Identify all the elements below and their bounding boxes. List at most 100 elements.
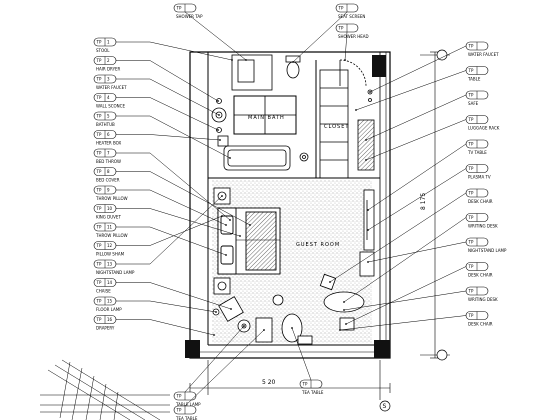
callout-number: 5 (107, 114, 110, 119)
callout-label: TEA TABLE (175, 416, 198, 420)
callout-number: 10 (107, 206, 113, 211)
callout-code: TP (176, 6, 182, 11)
callout-label: SAFE (468, 101, 479, 106)
callout-code: TP (468, 166, 474, 171)
callout-number: 2 (107, 58, 110, 63)
callout-code: TP (96, 317, 102, 322)
room-label-guest: GUEST ROOM (296, 242, 340, 248)
callout-code: TP (338, 6, 344, 11)
callout-code: TP (96, 225, 102, 230)
dimension-right: 8 175 (420, 193, 427, 210)
right-callout-8: TP NIGHTSTAND LAMP (465, 237, 507, 253)
callout-code: TP (96, 280, 102, 285)
callout-number: 16 (107, 317, 113, 322)
callout-code: TP (96, 151, 102, 156)
callout-code: TP (302, 382, 308, 387)
callout-label: WRITING DESK (468, 224, 498, 229)
callout-label: BATHTUB (96, 122, 115, 127)
callout-code: TP (96, 114, 102, 119)
callout-code: TP (468, 240, 474, 245)
callout-code: TP (96, 40, 102, 45)
callout-code: TP (468, 264, 474, 269)
callout-code: TP (468, 117, 474, 122)
callout-label: BED COVER (96, 178, 120, 183)
callout-code: TP (468, 289, 474, 294)
callout-code: TP (96, 206, 102, 211)
callout-number: 8 (107, 169, 110, 174)
grid-marker: S (379, 49, 448, 412)
callout-label: THROW PILLOW (95, 196, 128, 201)
room-walls (189, 51, 391, 359)
callout-label: SHOWER HEAD (338, 34, 369, 39)
callout-code: TP (468, 215, 474, 220)
callout-label: CHAISE (96, 289, 111, 294)
callout-code: TP (96, 95, 102, 100)
callout-label: FLOOR LAMP (96, 307, 122, 312)
callout-code: TP (96, 77, 102, 82)
key-plan-fragment (40, 359, 170, 420)
callout-label: TV TABLE (467, 150, 487, 155)
callout-code: TP (468, 191, 474, 196)
callout-label: PILLOW SHAM (96, 252, 125, 257)
grid-marker-label: S (383, 403, 387, 410)
closet (319, 59, 375, 179)
callout-label: SHOWER TAP (176, 14, 203, 19)
callout-number: 9 (107, 188, 110, 193)
callout-label: LUGGAGE RACK (468, 126, 500, 131)
callout-number: 12 (107, 243, 113, 248)
guest-room (212, 180, 375, 345)
callout-code: TP (96, 188, 102, 193)
callout-code: TP (176, 394, 182, 399)
callout-label: DRAPERY (96, 326, 115, 331)
callout-label: TEA TABLE (301, 390, 324, 395)
callout-label: NIGHTSTAND LAMP (468, 248, 507, 253)
callout-number: 6 (107, 132, 110, 137)
callout-code: TP (176, 408, 182, 413)
callout-code: TP (96, 299, 102, 304)
callout-label: WATER FAUCET (96, 85, 127, 90)
callout-code: TP (338, 26, 344, 31)
callout-label: DESK CHAIR (468, 322, 493, 327)
structural-columns (185, 55, 390, 358)
callout-label: STOOL (96, 48, 110, 53)
top-callout-2: TP SHOWER HEAD (335, 23, 369, 39)
room-label-bath: MAIN BATH (248, 115, 285, 121)
callout-label: WATER FAUCET (468, 52, 499, 57)
bottom-callout-1: TP TEA TABLE (299, 379, 324, 395)
callout-code: TP (468, 142, 474, 147)
tv-console (359, 189, 375, 277)
callout-code: TP (96, 243, 102, 248)
callout-label: NIGHTSTAND LAMP (96, 270, 135, 275)
callout-code: TP (468, 68, 474, 73)
callout-number: 4 (107, 95, 110, 100)
callout-label: BED THROW (96, 159, 121, 164)
callout-label: HAIR DRYER (96, 67, 121, 72)
callout-label: WALL SCONCE (96, 104, 125, 109)
bathroom (211, 54, 309, 171)
callout-code: TP (96, 132, 102, 137)
